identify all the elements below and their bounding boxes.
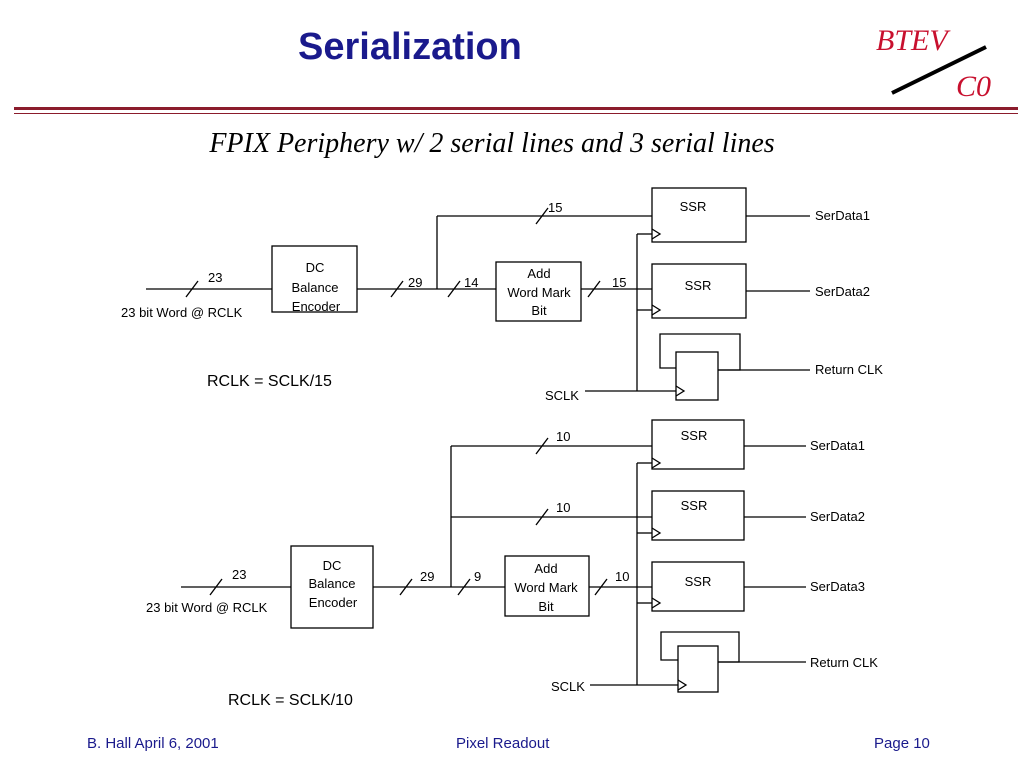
bottom-bus-direct2-label: 10 bbox=[556, 500, 570, 515]
top-ssr1-clock-mark bbox=[651, 228, 662, 240]
bottom-out1-label: SerData1 bbox=[810, 438, 865, 453]
bottom-out2-label: SerData2 bbox=[810, 509, 865, 524]
bottom-encoder-label-1: DC bbox=[323, 558, 342, 573]
logo-slash bbox=[891, 45, 987, 95]
bottom-ssr1-clock-mark bbox=[651, 457, 662, 469]
bottom-add-label-1: Add bbox=[534, 561, 557, 576]
top-return-clk-label: Return CLK bbox=[815, 362, 883, 377]
top-add-block bbox=[495, 261, 582, 322]
top-bus-from-add-label: 15 bbox=[612, 275, 626, 290]
top-input-bus-slash bbox=[185, 280, 199, 298]
bottom-encoder-label-2: Balance bbox=[309, 576, 356, 591]
top-bus-add-label: 14 bbox=[464, 275, 478, 290]
bottom-direct-bus1-slash bbox=[535, 437, 549, 455]
top-direct-bus-slash bbox=[535, 207, 549, 225]
bottom-bus-add-label: 9 bbox=[474, 569, 481, 584]
bottom-encoded-bus-slash bbox=[399, 578, 413, 596]
bottom-add-label-3: Bit bbox=[538, 599, 554, 614]
top-add-label-1: Add bbox=[527, 266, 550, 281]
bottom-ssr2-label: SSR bbox=[681, 498, 708, 513]
bottom-encoder-block bbox=[290, 545, 374, 629]
bottom-add-label-2: Word Mark bbox=[514, 580, 578, 595]
header-rule-thin bbox=[14, 113, 1018, 114]
top-word-label: 23 bit Word @ RCLK bbox=[121, 305, 243, 320]
top-ssr1-label: SSR bbox=[680, 199, 707, 214]
bottom-encoder-label-3: Encoder bbox=[309, 595, 358, 610]
bottom-bus-encoded-label: 29 bbox=[420, 569, 434, 584]
logo-text-c0: C0 bbox=[956, 70, 991, 103]
top-out1-label: SerData1 bbox=[815, 208, 870, 223]
serialization-diagram: 23 23 bit Word @ RCLK DC Balance Encoder… bbox=[121, 187, 883, 709]
top-add-label-3: Bit bbox=[531, 303, 547, 318]
bottom-word-label: 23 bit Word @ RCLK bbox=[146, 600, 268, 615]
bottom-bus-in-label: 23 bbox=[232, 567, 246, 582]
bottom-ssr3-block bbox=[651, 561, 745, 612]
top-add-output-slash bbox=[587, 280, 601, 298]
top-ssr1-block bbox=[651, 187, 747, 243]
bottom-rclk-equation: RCLK = SCLK/10 bbox=[228, 692, 353, 709]
top-bus-in-label: 23 bbox=[208, 270, 222, 285]
bottom-add-output-slash bbox=[594, 578, 608, 596]
footer-author-date: B. Hall April 6, 2001 bbox=[87, 735, 219, 752]
top-add-bus-slash bbox=[447, 280, 461, 298]
top-ssr2-clock-mark bbox=[651, 304, 662, 316]
top-bus-direct-label: 15 bbox=[548, 200, 562, 215]
bottom-input-bus-slash bbox=[209, 578, 223, 596]
top-out2-label: SerData2 bbox=[815, 284, 870, 299]
bottom-direct-bus2-slash bbox=[535, 508, 549, 526]
top-ssr2-block bbox=[651, 263, 747, 319]
btev-logo: BTEV C0 bbox=[876, 24, 991, 103]
top-ssr2-label: SSR bbox=[685, 278, 712, 293]
bottom-ssr2-block bbox=[651, 490, 745, 541]
top-encoder-block bbox=[271, 245, 358, 313]
bottom-sclk-label: SCLK bbox=[551, 679, 585, 694]
header-rule-thick bbox=[14, 107, 1018, 110]
bottom-bus-from-add-label: 10 bbox=[615, 569, 629, 584]
footer-page-number: Page 10 bbox=[874, 735, 930, 752]
bottom-add-block bbox=[504, 555, 590, 617]
top-ff-clock-mark bbox=[675, 385, 686, 397]
top-sclk-label: SCLK bbox=[545, 388, 579, 403]
bottom-ssr2-clock-mark bbox=[651, 527, 662, 539]
top-rclk-equation: RCLK = SCLK/15 bbox=[207, 373, 332, 390]
bottom-add-bus-slash bbox=[457, 578, 471, 596]
footer-center-title: Pixel Readout bbox=[456, 735, 550, 752]
bottom-return-flipflop bbox=[677, 645, 719, 693]
bottom-return-clk-label: Return CLK bbox=[810, 655, 878, 670]
bottom-ssr3-label: SSR bbox=[685, 574, 712, 589]
top-encoder-label-1: DC bbox=[306, 260, 325, 275]
bottom-out3-label: SerData3 bbox=[810, 579, 865, 594]
bottom-ff-clock-mark bbox=[677, 679, 688, 691]
top-add-label-2: Word Mark bbox=[507, 285, 571, 300]
bottom-ssr1-label: SSR bbox=[681, 428, 708, 443]
bottom-ssr1-block bbox=[651, 419, 745, 470]
top-encoder-label-3: Encoder bbox=[292, 299, 341, 314]
top-encoded-bus-slash bbox=[390, 280, 404, 298]
bottom-ssr3-clock-mark bbox=[651, 597, 662, 609]
slide-subtitle: FPIX Periphery w/ 2 serial lines and 3 s… bbox=[209, 128, 775, 159]
logo-text-btev: BTEV bbox=[876, 24, 951, 57]
top-encoder-label-2: Balance bbox=[292, 280, 339, 295]
top-bus-encoded-label: 29 bbox=[408, 275, 422, 290]
bottom-bus-direct1-label: 10 bbox=[556, 429, 570, 444]
page-title: Serialization bbox=[298, 26, 522, 68]
